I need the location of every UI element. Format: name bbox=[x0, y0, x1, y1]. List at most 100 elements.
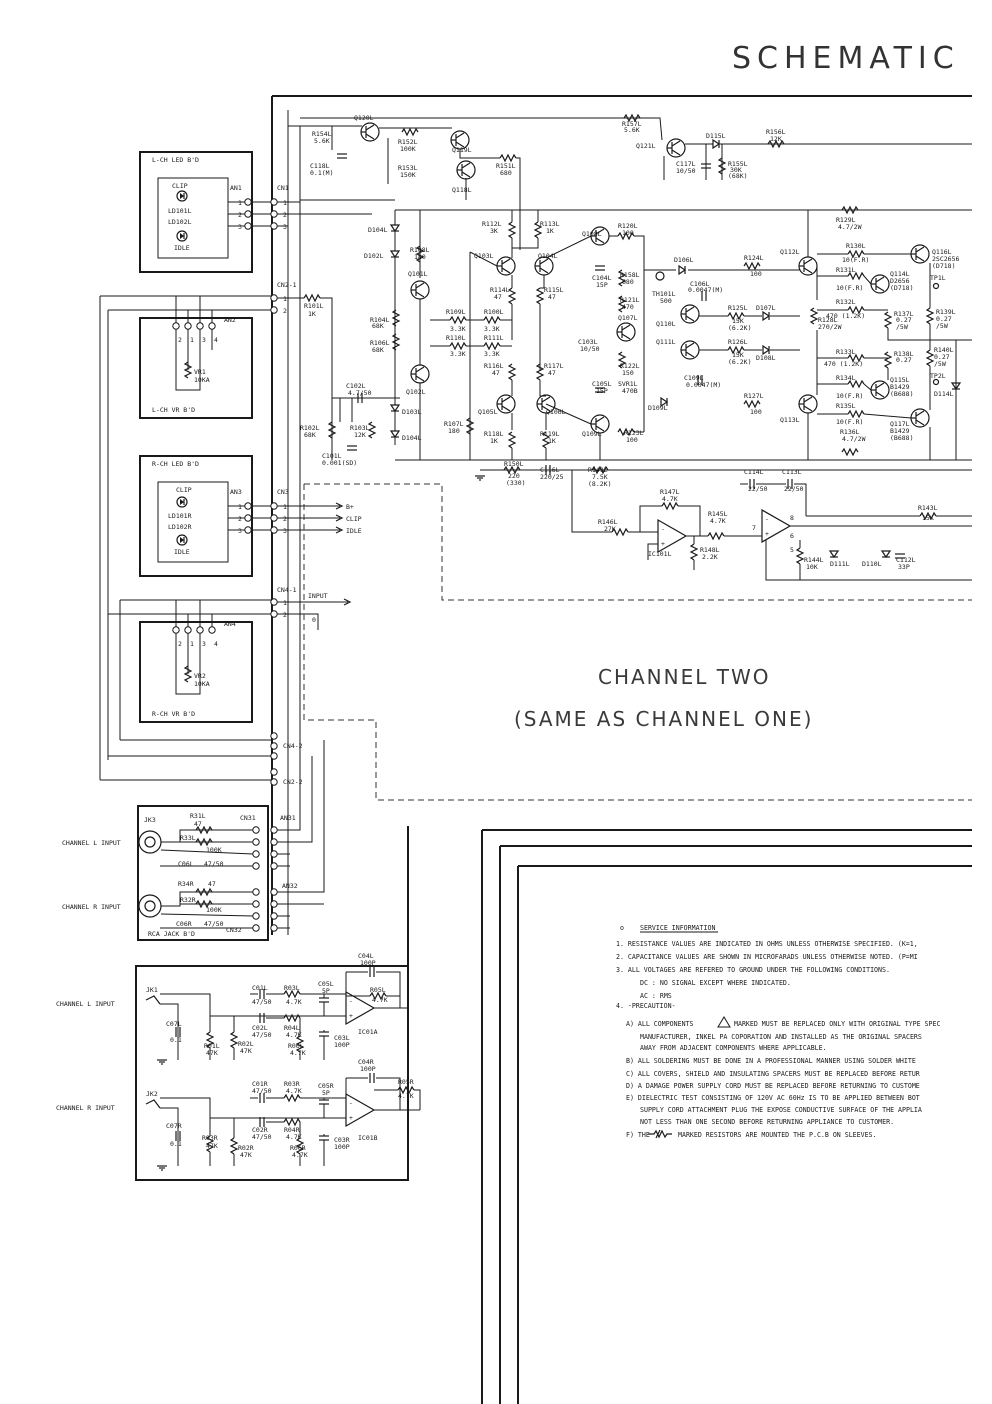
svg-text:1: 1 bbox=[283, 199, 287, 207]
svg-text:(68K): (68K) bbox=[728, 172, 748, 180]
svg-text:8: 8 bbox=[790, 514, 794, 522]
svg-text:2: 2 bbox=[178, 640, 182, 648]
svg-text:150: 150 bbox=[622, 369, 634, 377]
svg-text:TP2L: TP2L bbox=[930, 372, 946, 380]
svg-text:R115L: R115L bbox=[544, 286, 564, 294]
svg-text:/5W: /5W bbox=[934, 360, 946, 368]
svg-text:Q118L: Q118L bbox=[452, 186, 472, 194]
svg-text:D107L: D107L bbox=[756, 304, 776, 312]
svg-text:C04L: C04L bbox=[358, 952, 374, 960]
svg-text:2: 2 bbox=[283, 611, 287, 619]
svg-text:Q101L: Q101L bbox=[408, 270, 428, 278]
svg-text:C112L: C112L bbox=[896, 556, 916, 564]
svg-text:R140L: R140L bbox=[934, 346, 954, 354]
svg-text:R116L: R116L bbox=[484, 362, 504, 370]
svg-text:(B688): (B688) bbox=[890, 390, 913, 398]
svg-text:R33L: R33L bbox=[180, 834, 196, 842]
svg-text:IDLE: IDLE bbox=[174, 244, 190, 252]
svg-text:CHANNEL L INPUT: CHANNEL L INPUT bbox=[62, 839, 121, 847]
svg-text:C01L: C01L bbox=[252, 984, 268, 992]
svg-text:JK2: JK2 bbox=[146, 1090, 158, 1098]
svg-text:A) ALL COMPONENTS: A) ALL COMPONENTS bbox=[626, 1020, 694, 1028]
svg-text:Q116L: Q116L bbox=[932, 248, 952, 256]
svg-text:CHANNEL R INPUT: CHANNEL R INPUT bbox=[56, 1104, 115, 1112]
svg-text:CN2-1: CN2-1 bbox=[277, 281, 297, 289]
svg-text:68K: 68K bbox=[372, 346, 384, 354]
svg-text:10(F.R): 10(F.R) bbox=[836, 284, 863, 292]
svg-text:R138L: R138L bbox=[894, 350, 914, 358]
svg-text:3: 3 bbox=[238, 223, 242, 231]
svg-text:VR2: VR2 bbox=[194, 672, 206, 680]
svg-text:47: 47 bbox=[194, 820, 202, 828]
svg-text:10KA: 10KA bbox=[194, 376, 210, 384]
svg-text:R102L: R102L bbox=[300, 424, 320, 432]
svg-text:R32R: R32R bbox=[180, 896, 196, 904]
svg-text:VR1: VR1 bbox=[194, 368, 206, 376]
svg-text:IC01A: IC01A bbox=[358, 1028, 378, 1036]
svg-text:R111L: R111L bbox=[484, 334, 504, 342]
svg-text:470 (1.2K): 470 (1.2K) bbox=[826, 312, 865, 320]
svg-text:D104L: D104L bbox=[368, 226, 388, 234]
svg-text:R156L: R156L bbox=[766, 128, 786, 136]
svg-text:R121L: R121L bbox=[620, 296, 640, 304]
svg-text:R05L: R05L bbox=[370, 986, 386, 994]
svg-text:D109L: D109L bbox=[648, 404, 668, 412]
svg-text:R135L: R135L bbox=[836, 402, 856, 410]
svg-text:Q107L: Q107L bbox=[618, 314, 638, 322]
svg-text:(6.2K): (6.2K) bbox=[728, 324, 751, 332]
svg-text:5P: 5P bbox=[322, 1089, 330, 1097]
svg-text:D103L: D103L bbox=[402, 408, 422, 416]
svg-text:DC : NO SIGNAL EXCEPT WHERE IN: DC : NO SIGNAL EXCEPT WHERE INDICATED. bbox=[640, 979, 791, 987]
svg-text:10/50: 10/50 bbox=[580, 345, 600, 353]
svg-text:7: 7 bbox=[752, 524, 756, 532]
svg-text:4.7/2W: 4.7/2W bbox=[838, 223, 862, 231]
svg-text:Q105L: Q105L bbox=[478, 408, 498, 416]
clip-led-icon bbox=[176, 190, 188, 202]
svg-text:AWAY FROM ADJACENT COMPONENTS: AWAY FROM ADJACENT COMPONENTS WHERE APPL… bbox=[640, 1044, 827, 1052]
svg-text:3: 3 bbox=[202, 336, 206, 344]
svg-text:1K: 1K bbox=[546, 227, 554, 235]
svg-text:B1429: B1429 bbox=[890, 427, 910, 435]
svg-text:R134L: R134L bbox=[836, 374, 856, 382]
svg-text:3: 3 bbox=[283, 223, 287, 231]
svg-text:R04L: R04L bbox=[284, 1024, 300, 1032]
svg-text:LD102R: LD102R bbox=[168, 523, 192, 531]
svg-text:2: 2 bbox=[238, 515, 242, 523]
svg-text:Q112L: Q112L bbox=[780, 248, 800, 256]
svg-text:470 (1.2K): 470 (1.2K) bbox=[824, 360, 863, 368]
svg-text:R03R: R03R bbox=[284, 1080, 300, 1088]
svg-text:12K: 12K bbox=[770, 135, 782, 143]
svg-text:R150L: R150L bbox=[504, 460, 524, 468]
svg-text:Q103L: Q103L bbox=[474, 252, 494, 260]
svg-text:C05R: C05R bbox=[318, 1082, 334, 1090]
svg-text:R154L: R154L bbox=[312, 130, 332, 138]
svg-text:R157L: R157L bbox=[622, 120, 642, 128]
svg-text:MARKED RESISTORS ARE MOUNTED T: MARKED RESISTORS ARE MOUNTED THE P.C.B O… bbox=[678, 1131, 877, 1139]
svg-text:R120L: R120L bbox=[618, 222, 638, 230]
jack-l-rca-icon bbox=[138, 830, 162, 854]
svg-text:47K: 47K bbox=[240, 1047, 252, 1055]
jack-r-rca-icon bbox=[138, 894, 162, 918]
svg-text:500: 500 bbox=[660, 297, 672, 305]
svg-text:3.3K: 3.3K bbox=[484, 325, 500, 333]
svg-text:4: 4 bbox=[214, 640, 218, 648]
channel-two-label: CHANNEL TWO bbox=[598, 665, 770, 689]
svg-text:Q121L: Q121L bbox=[636, 142, 656, 150]
an1-cn1-pins bbox=[244, 198, 278, 230]
svg-text:180: 180 bbox=[414, 253, 426, 261]
svg-text:IC101L: IC101L bbox=[648, 550, 672, 558]
svg-text:IDLE: IDLE bbox=[174, 548, 190, 556]
svg-text:47: 47 bbox=[494, 293, 502, 301]
svg-text:C114L: C114L bbox=[744, 468, 764, 476]
svg-text:Q109L: Q109L bbox=[582, 430, 602, 438]
svg-text:3: 3 bbox=[283, 527, 287, 535]
svg-text:E) DIELECTRIC TEST CONSISTING: E) DIELECTRIC TEST CONSISTING OF 120V AC… bbox=[626, 1094, 920, 1102]
svg-text:C105L: C105L bbox=[592, 380, 612, 388]
svg-text:(8.2K): (8.2K) bbox=[588, 480, 611, 488]
svg-text:1: 1 bbox=[190, 640, 194, 648]
svg-text:B) ALL SOLDERING MUST BE DONE: B) ALL SOLDERING MUST BE DONE IN A PROFE… bbox=[626, 1057, 916, 1065]
svg-text:R151L: R151L bbox=[496, 162, 516, 170]
svg-text:R104L: R104L bbox=[370, 316, 390, 324]
svg-text:R110L: R110L bbox=[446, 334, 466, 342]
svg-text:470: 470 bbox=[622, 303, 634, 311]
